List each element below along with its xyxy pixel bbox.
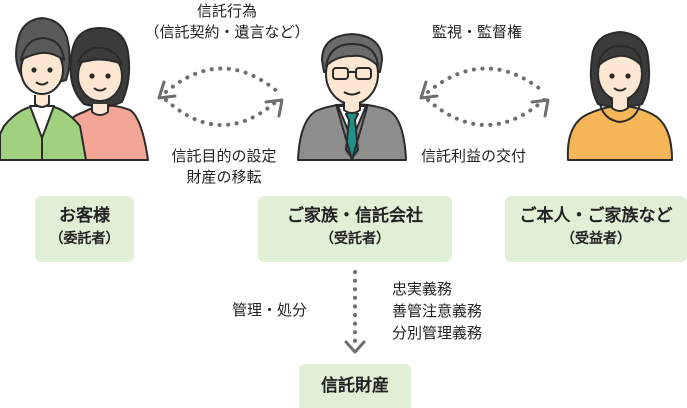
trust-property-title: 信託財産 [321,376,389,396]
duty-segregation: 分別管理義務 [392,324,483,342]
trustee-beneficiary-arrow [419,66,550,127]
benefit-delivery-label: 信託利益の交付 [421,147,527,165]
duty-care: 善管注意義務 [392,302,483,320]
duties-list: 忠実義務 善管注意義務 分別管理義務 [392,278,482,344]
trustee-title: ご家族・信託会社 [287,206,423,226]
trust-act-label: 信託行為 （信託契約・遺言など） [138,1,316,43]
trust-property-box: 信託財産 [299,364,411,408]
duty-loyalty: 忠実義務 [392,280,453,298]
settlor-box: お客様 （委託者） [35,196,134,262]
trust-act-line2: （信託契約・遺言など） [144,23,310,41]
settlor-trustee-arrow [157,66,284,127]
trust-purpose-line2: 財産の移転 [186,168,262,186]
trust-purpose-label: 信託目的の設定 財産の移転 [160,146,288,188]
supervision-label: 監視・監督権 [432,23,523,41]
trustee-role: （受託者） [320,231,390,247]
beneficiary-box: ご本人・ご家族など （受益者） [505,196,687,262]
manage-dispose-label: 管理・処分 [232,301,308,319]
beneficiary-title: ご本人・ご家族など [519,206,673,226]
beneficiary-role: （受益者） [561,231,631,247]
trustee-box: ご家族・信託会社 （受託者） [258,196,452,262]
settlor-illustration [0,17,149,161]
trust-act-line1: 信託行為 [196,2,257,20]
trustee-illustration [297,33,407,161]
trustee-property-arrow [344,270,366,354]
settlor-role: （委託者） [49,231,120,247]
trust-purpose-line1: 信託目的の設定 [171,147,277,165]
settlor-title: お客様 [59,206,110,226]
beneficiary-illustration [566,31,673,161]
